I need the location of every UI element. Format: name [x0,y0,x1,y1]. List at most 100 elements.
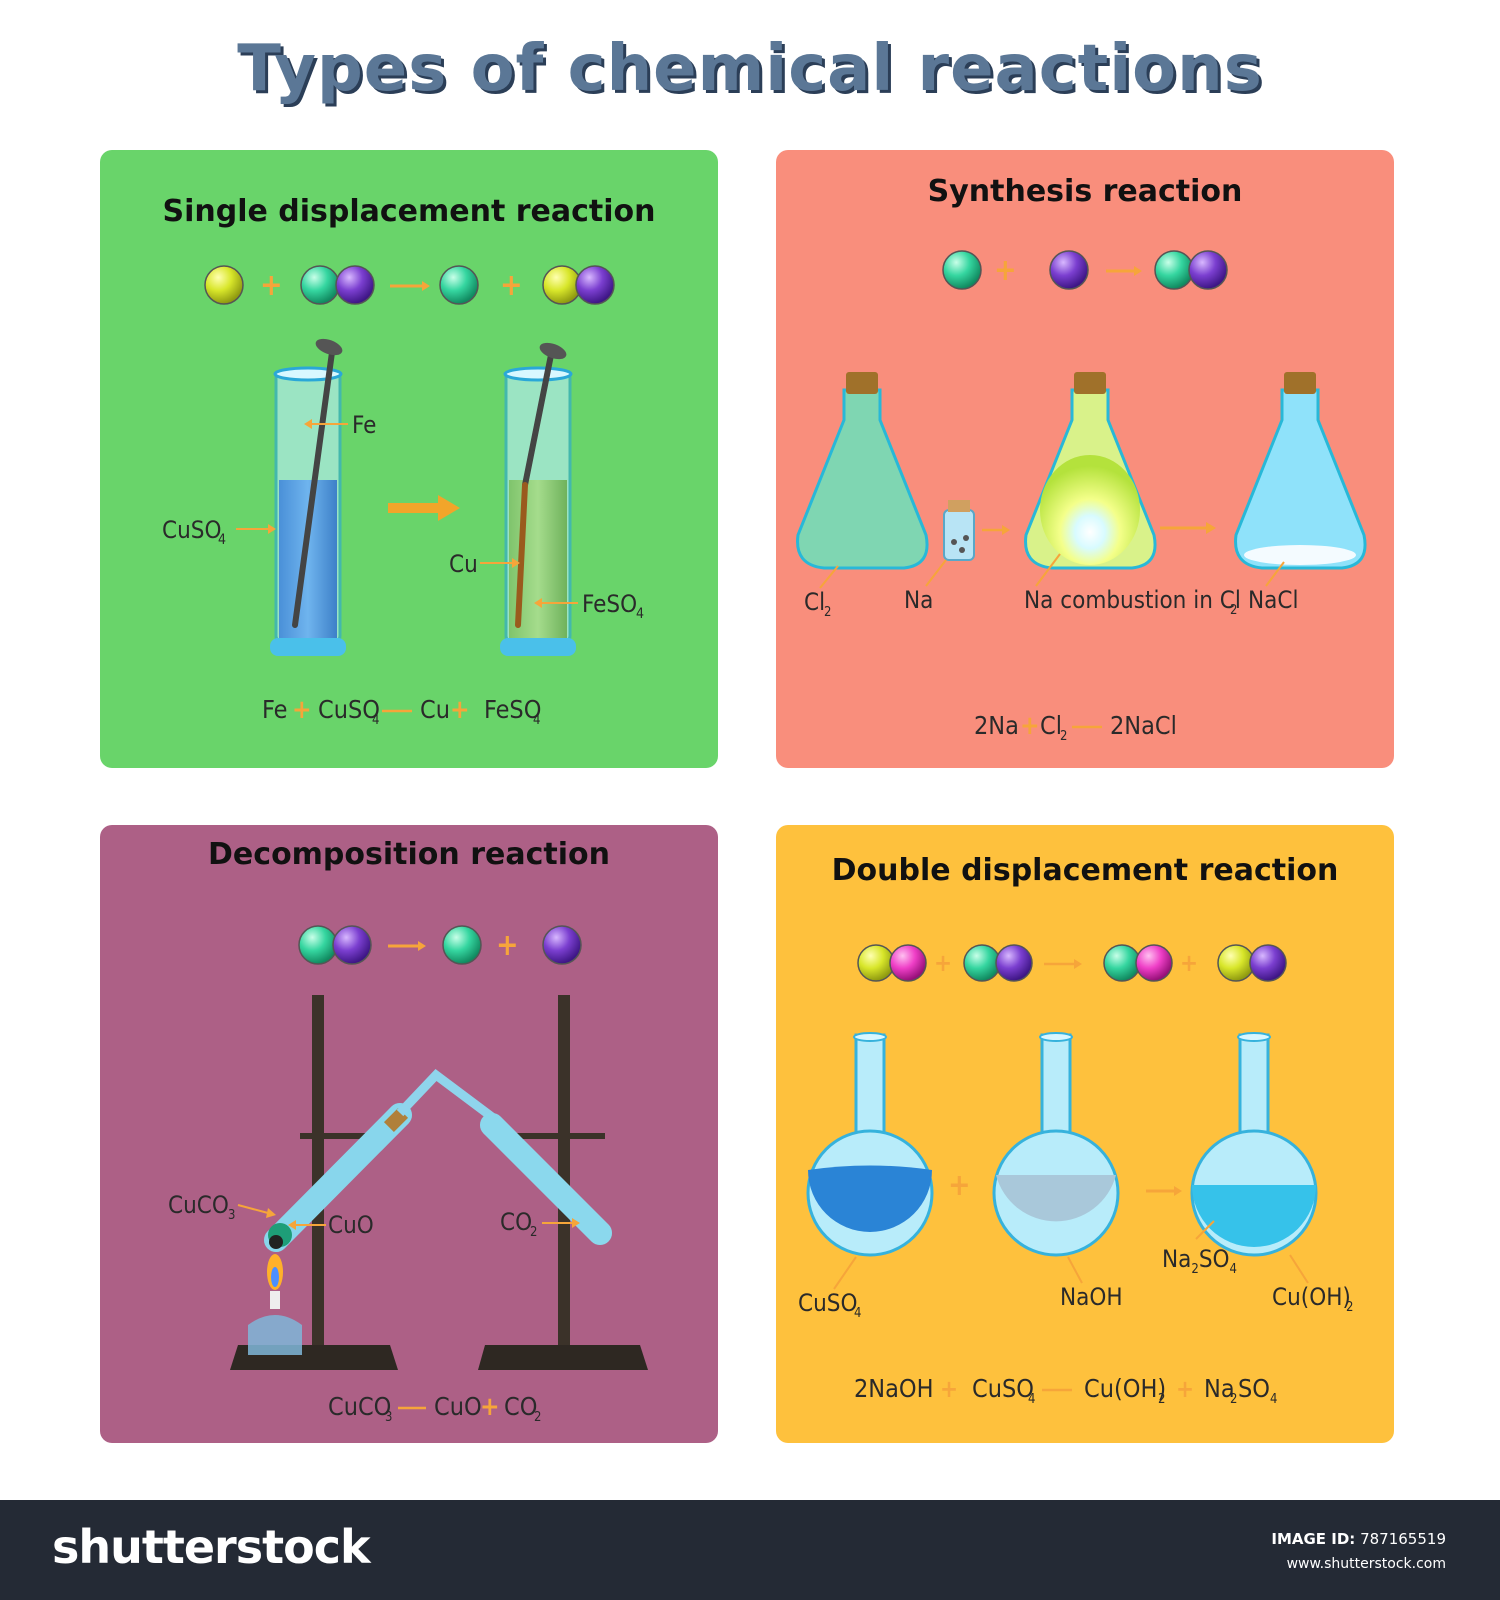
heated-test-tube [264,1103,412,1252]
svg-text:CuSO: CuSO [972,1374,1034,1403]
synthesis-atom-equation: + [942,250,1228,290]
footer-bar: shutterstock IMAGE ID: 787165519 www.shu… [0,1500,1500,1600]
synthesis-equation: 2Na + Cl 2 2NaCl [974,711,1177,744]
synthesis-panel: Synthesis reaction + [776,150,1394,768]
flask-cl2 [796,372,929,570]
cylinder-feso4 [500,342,576,656]
svg-text:4: 4 [372,713,379,728]
purple-atom [1188,250,1228,290]
subscript: 4 [218,532,226,548]
green-atom [442,925,482,965]
svg-text:2: 2 [1230,603,1237,618]
label-na2so4: Na2SO4 [1162,1245,1237,1277]
svg-text:+: + [940,1375,958,1403]
svg-text:Cl: Cl [1040,711,1062,740]
single-equation: Fe + CuSO 4 Cu + FeSO 4 [262,695,541,728]
flask-cuso4 [806,1032,934,1257]
pink-atom [1135,944,1173,982]
decomposition-title: Decomposition reaction [208,837,610,872]
green-atom [298,925,338,965]
flask-naoh [992,1032,1120,1257]
sodium-bottle [943,500,975,561]
label-feso4: FeSO [582,590,637,618]
svg-text:+: + [292,695,312,725]
svg-text:2: 2 [1060,729,1067,744]
svg-text:+: + [480,1392,500,1422]
label-cuso4: CuSO [162,516,221,544]
double-displacement-panel: Double displacement reaction + + [776,825,1394,1443]
purple-atom [995,944,1033,982]
svg-text:Fe: Fe [262,695,287,724]
svg-text:+: + [1176,1375,1194,1403]
svg-text:3: 3 [228,1208,235,1223]
single-displacement-title: Single displacement reaction [162,194,656,229]
spirit-lamp [248,1254,302,1355]
svg-text:FeSO: FeSO [484,695,541,724]
flame [1040,455,1140,565]
svg-text:4: 4 [533,713,540,728]
image-id: IMAGE ID: 787165519 [1271,1530,1446,1548]
yellow-atom [1217,944,1255,982]
green-atom [300,265,340,305]
label-cuso4: CuSO [798,1289,857,1317]
svg-text:3: 3 [385,1410,392,1425]
svg-text:Na: Na [1204,1374,1235,1403]
double-atom-equation: + + [857,944,1287,982]
purple-atom [1249,944,1287,982]
label-cl2: Cl [804,588,825,616]
svg-text:+: + [948,1168,971,1203]
iron-nail [292,342,336,628]
decomposition-panel: Decomposition reaction + [100,825,718,1443]
svg-text:CuSO: CuSO [318,695,380,724]
pink-atom [889,944,927,982]
svg-text:SO: SO [1238,1374,1270,1403]
svg-text:2NaCl: 2NaCl [1110,711,1177,740]
decomposition-atom-equation: + [298,925,582,965]
decomposition-diagram: + [168,925,648,1425]
purple-atom [575,265,615,305]
label-cuo: CuO [328,1211,374,1239]
svg-text:Cu: Cu [420,695,450,724]
label-combustion: Na combustion in Cl [1024,586,1241,614]
green-atom [963,944,1001,982]
double-equation: 2NaOH + CuSO 4 Cu(OH) 2 + Na 2 SO 4 [854,1374,1277,1407]
flask-nacl [1234,372,1367,570]
decomposition-equation: CuCO 3 CuO + CO 2 [328,1392,541,1425]
page-title: Types of chemical reactions [237,32,1263,106]
label-na: Na [904,586,933,614]
label-cuoh2: Cu(OH) [1272,1283,1351,1311]
svg-text:CO: CO [504,1392,537,1421]
plus-sign: + [500,268,523,303]
single-displacement-panel: Single displacement reaction + + [100,150,718,768]
retort-stand-left [230,995,398,1370]
collecting-test-tube [480,1113,612,1245]
site-url: www.shutterstock.com [1286,1556,1446,1572]
delivery-tube [396,1068,495,1121]
svg-text:2: 2 [824,605,831,620]
copper-coated-nail [515,482,528,628]
svg-text:+: + [994,253,1017,288]
yellow-atom [204,265,244,305]
purple-atom [335,265,375,305]
svg-text:2: 2 [530,1225,537,1240]
label-naoh: NaOH [1060,1283,1123,1311]
green-atom [942,250,982,290]
green-atom [1103,944,1141,982]
svg-text:+: + [1020,711,1040,741]
svg-text:2NaOH: 2NaOH [854,1374,934,1403]
svg-text:Cu(OH): Cu(OH) [1084,1374,1166,1403]
svg-text:2Na: 2Na [974,711,1019,740]
svg-text:+: + [1180,949,1198,977]
yellow-atom [857,944,895,982]
svg-text:+: + [934,949,952,977]
svg-text:+: + [450,695,470,725]
svg-text:2: 2 [534,1410,541,1425]
label-fe: Fe [352,411,376,439]
synthesis-diagram: + [796,250,1367,744]
svg-text:2: 2 [1346,1300,1353,1315]
cylinder-cuso4 [270,338,346,656]
svg-text:+: + [496,928,519,963]
purple-atom [1049,250,1089,290]
label-co2: CO [500,1208,532,1236]
synthesis-title: Synthesis reaction [927,174,1243,209]
